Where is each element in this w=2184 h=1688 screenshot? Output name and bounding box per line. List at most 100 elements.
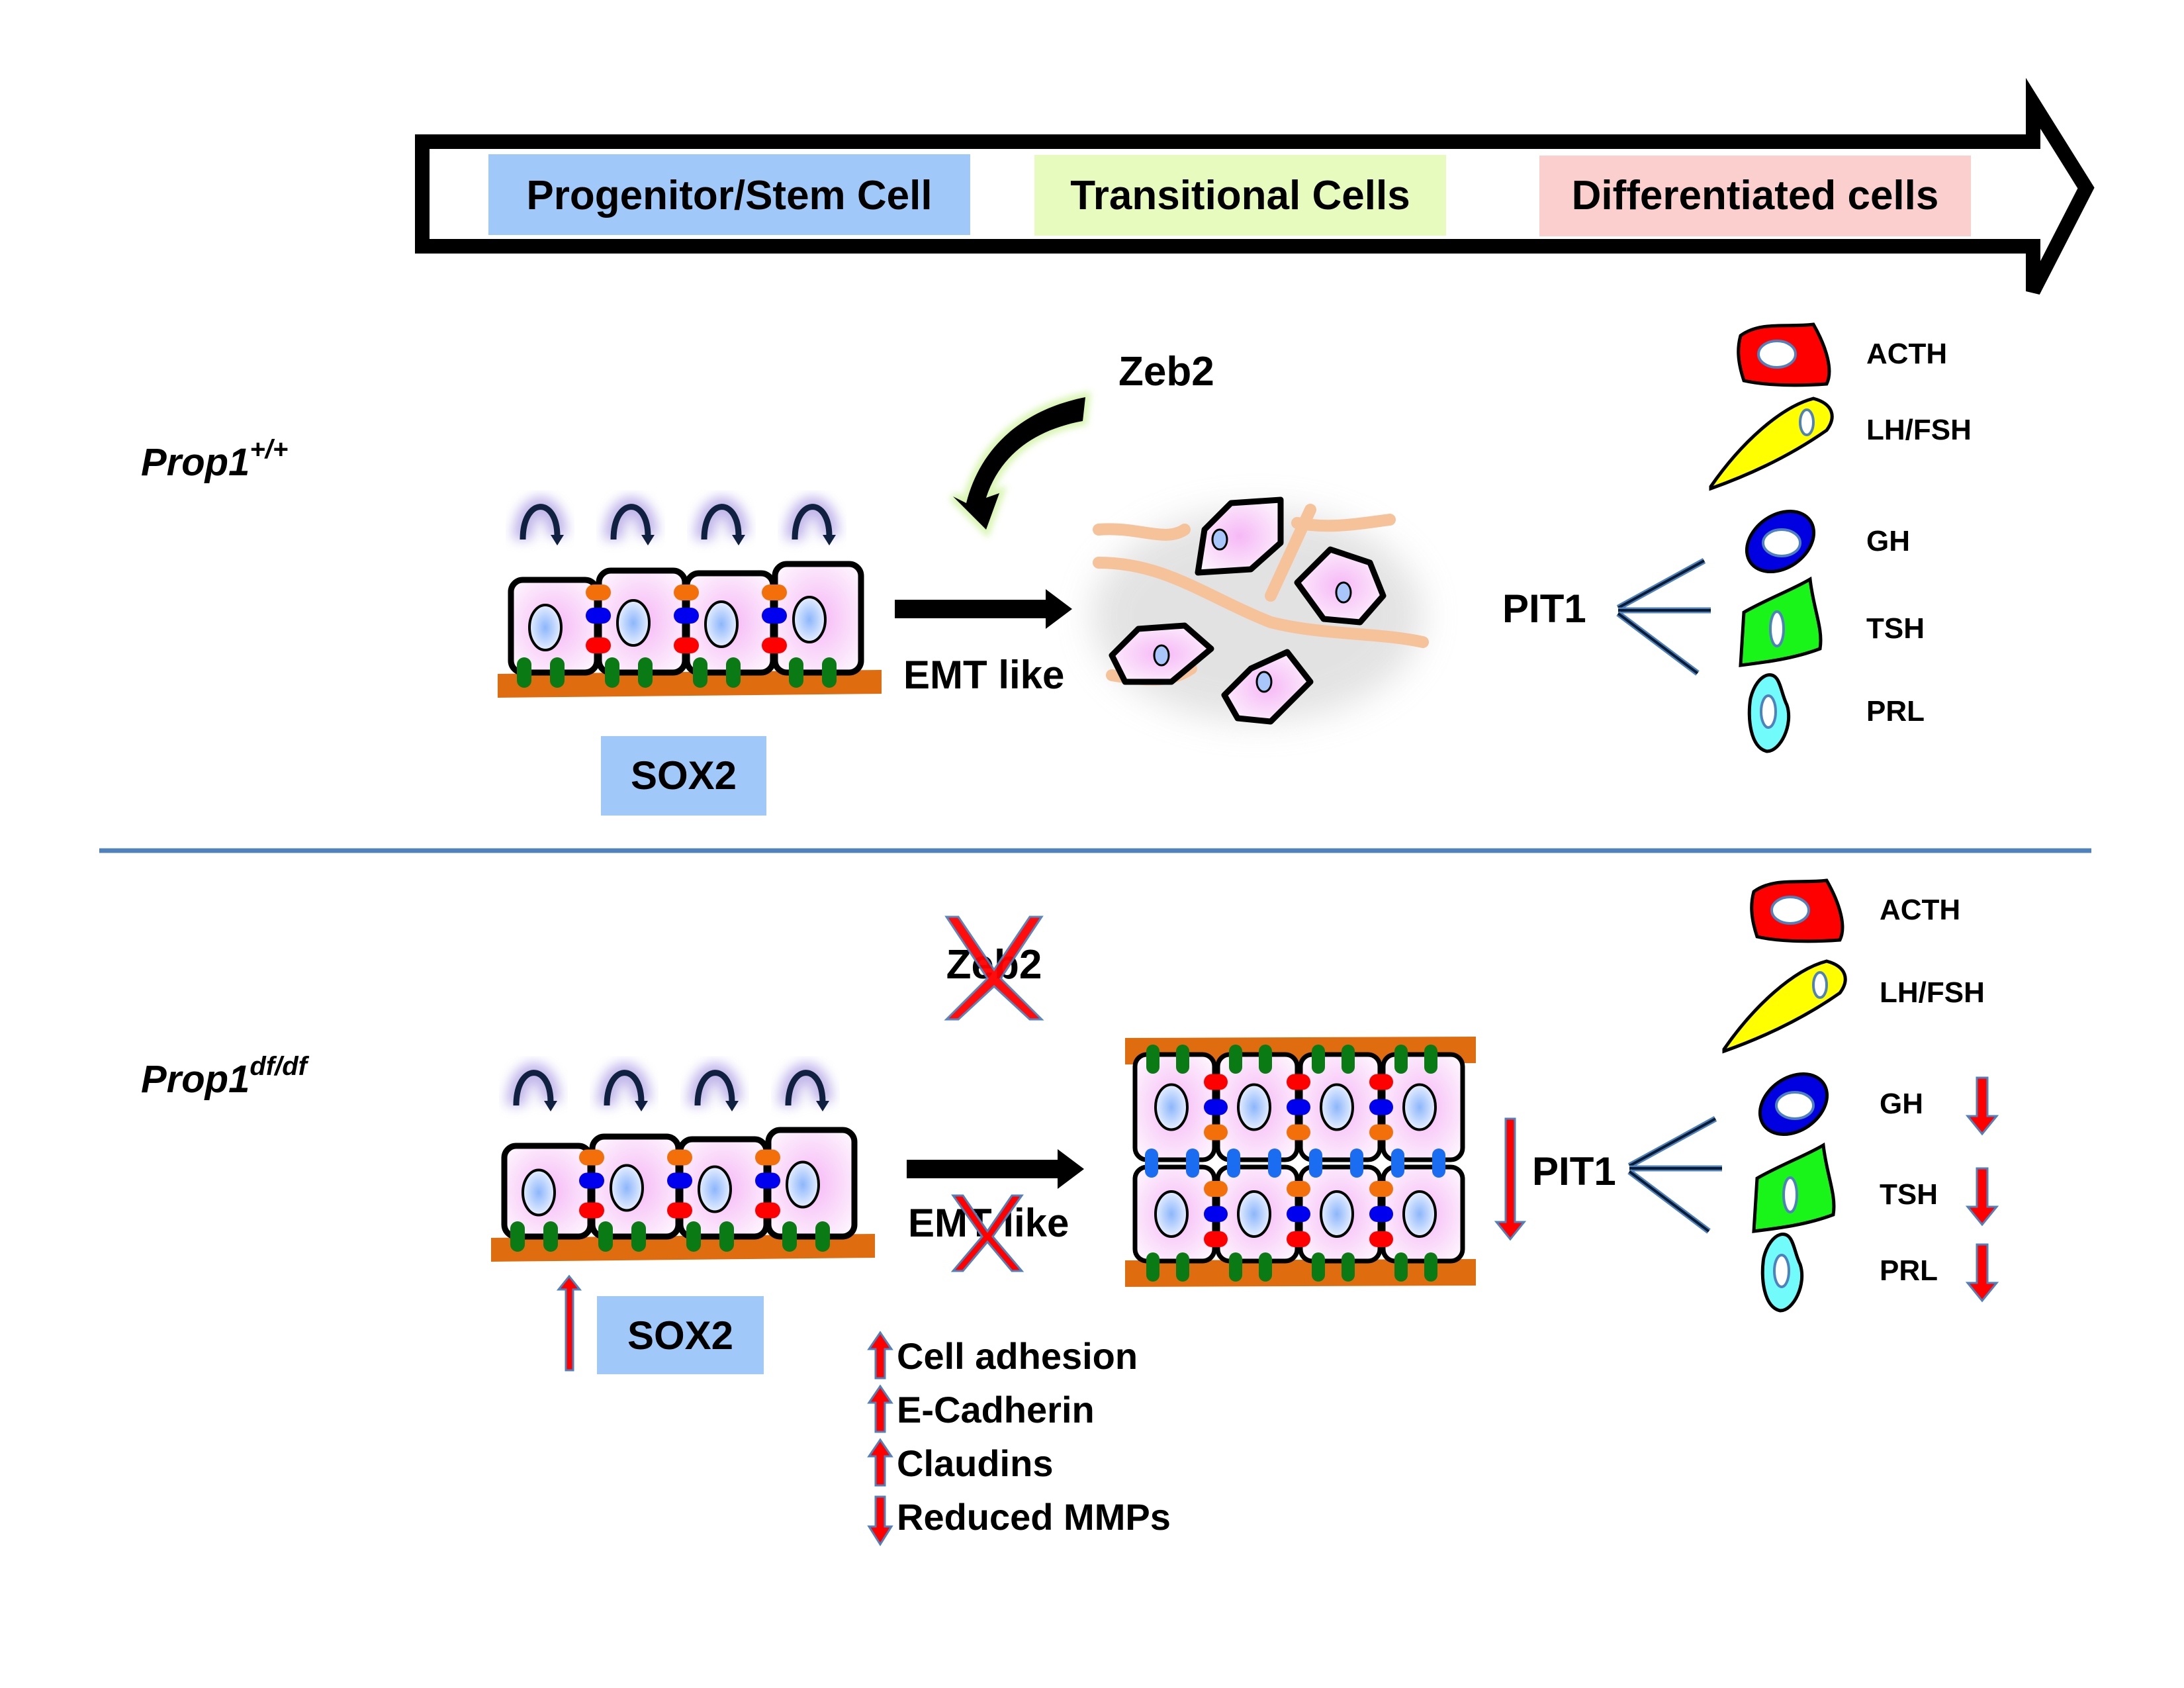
- cell-type-label: GH: [1880, 1088, 1923, 1120]
- claudin: [1186, 1149, 1199, 1178]
- genotype-mut-superscript: df/df: [250, 1052, 309, 1081]
- basement-membrane: [1125, 1259, 1476, 1287]
- nucleus: [1799, 408, 1815, 436]
- nucleus: [1762, 528, 1801, 557]
- claudin: [1309, 1149, 1322, 1178]
- junction: [1204, 1074, 1228, 1090]
- nucleus: [1320, 1190, 1354, 1238]
- nucleus: [1773, 1254, 1790, 1288]
- integrin: [815, 1221, 830, 1252]
- tight-junction: [755, 1149, 780, 1166]
- nucleus: [1255, 671, 1273, 693]
- adherens-junction: [579, 1172, 604, 1189]
- stage-progenitor-box: [488, 154, 970, 235]
- genotype-wt-superscript: +/+: [250, 435, 288, 464]
- sox2-box-wt: [601, 736, 766, 816]
- desmosome: [674, 637, 699, 653]
- nucleus: [1320, 1083, 1354, 1131]
- self-renewal-arrows-wt: [513, 496, 839, 545]
- integrin: [1146, 1252, 1160, 1282]
- cell-type-label: PRL: [1866, 695, 1925, 727]
- zeb2-absent: Zeb2: [944, 915, 1044, 1021]
- nucleus: [610, 1164, 644, 1212]
- genotype-mut-base: Prop1: [141, 1058, 250, 1101]
- integrin: [719, 1221, 734, 1252]
- self-renewal-arrows-mutant: [506, 1062, 833, 1111]
- up-arrow-icon: [867, 1331, 893, 1380]
- cell-type-label: GH: [1866, 525, 1910, 557]
- up-arrow-icon: [867, 1438, 893, 1487]
- integrin: [631, 1221, 646, 1252]
- svg-text:Prop1+/+: Prop1+/+: [141, 435, 288, 484]
- zeb2-curved-arrow: [950, 391, 1091, 538]
- self-renewal-arrow-icon: [701, 504, 742, 540]
- junction: [1287, 1206, 1310, 1222]
- sox2-box-mutant: [597, 1296, 764, 1374]
- stage-transitional-label: Transitional Cells: [1070, 173, 1410, 218]
- claudin: [1350, 1149, 1363, 1178]
- desmosome: [667, 1202, 692, 1219]
- integrin: [1342, 1252, 1355, 1282]
- adherens-junction: [674, 608, 699, 624]
- junction: [1369, 1181, 1393, 1197]
- lineage-arrow-icon: [1617, 559, 1705, 610]
- nucleus: [1154, 1083, 1189, 1131]
- arrowhead: [544, 1101, 557, 1111]
- down-arrow-icon: [867, 1495, 893, 1546]
- effect-label: Cell adhesion: [897, 1335, 1138, 1377]
- integrin: [1312, 1252, 1325, 1282]
- nucleus: [704, 600, 739, 648]
- integrin: [822, 657, 837, 688]
- self-renewal-arrow-icon: [610, 504, 651, 540]
- integrin: [789, 657, 803, 688]
- stem-cell-epithelium-mutant: [491, 1127, 875, 1262]
- junction: [1204, 1206, 1228, 1222]
- lh-fsh-cell: [1722, 959, 1847, 1054]
- nucleus: [1775, 1091, 1815, 1120]
- tight-junction: [579, 1149, 604, 1166]
- arrowhead: [725, 1101, 739, 1111]
- mesenchymal-cell: [1195, 496, 1284, 576]
- nucleus: [1760, 694, 1777, 729]
- arrowhead: [823, 535, 836, 545]
- svg-text:Prop1df/df: Prop1df/df: [141, 1052, 310, 1101]
- junction: [1369, 1074, 1393, 1090]
- junction: [1287, 1099, 1310, 1115]
- junction: [1369, 1124, 1393, 1141]
- stem-cell-epithelium-wt: [498, 561, 882, 698]
- sox2-badge-mutant: SOX2: [556, 1274, 764, 1374]
- effect-label: E-Cadherin: [897, 1389, 1095, 1430]
- integrin: [605, 657, 619, 688]
- integrin: [517, 657, 531, 688]
- nucleus: [698, 1165, 732, 1213]
- cross-icon: [944, 915, 1044, 1021]
- arrowhead: [551, 535, 564, 545]
- arrowhead: [635, 1101, 648, 1111]
- nucleus: [616, 599, 651, 647]
- pit1-lineage-arrows-wt: [1616, 558, 1711, 676]
- claudin: [1268, 1149, 1281, 1178]
- junction: [1287, 1074, 1310, 1090]
- down-arrow-icon: [1965, 1167, 1999, 1227]
- sox2-label-mutant: SOX2: [627, 1313, 733, 1358]
- junction: [1204, 1181, 1228, 1197]
- pit1-down-arrow: [1494, 1117, 1527, 1241]
- integrin: [598, 1221, 613, 1252]
- integrin: [1259, 1252, 1272, 1282]
- integrin: [543, 1221, 558, 1252]
- lineage-arrow-icon: [1628, 1170, 1710, 1233]
- arrowhead: [641, 535, 655, 545]
- integrin: [1342, 1045, 1355, 1074]
- nucleus: [528, 604, 563, 651]
- tight-junction: [674, 585, 699, 600]
- cell-type-label: LH/FSH: [1880, 976, 1985, 1009]
- self-renewal-arrow-icon: [604, 1070, 645, 1106]
- integrin: [1424, 1252, 1437, 1282]
- up-arrow-icon: [867, 1384, 893, 1433]
- tight-junction: [667, 1149, 692, 1166]
- nucleus: [1812, 971, 1828, 999]
- tight-junction: [762, 585, 787, 600]
- integrin: [726, 657, 741, 688]
